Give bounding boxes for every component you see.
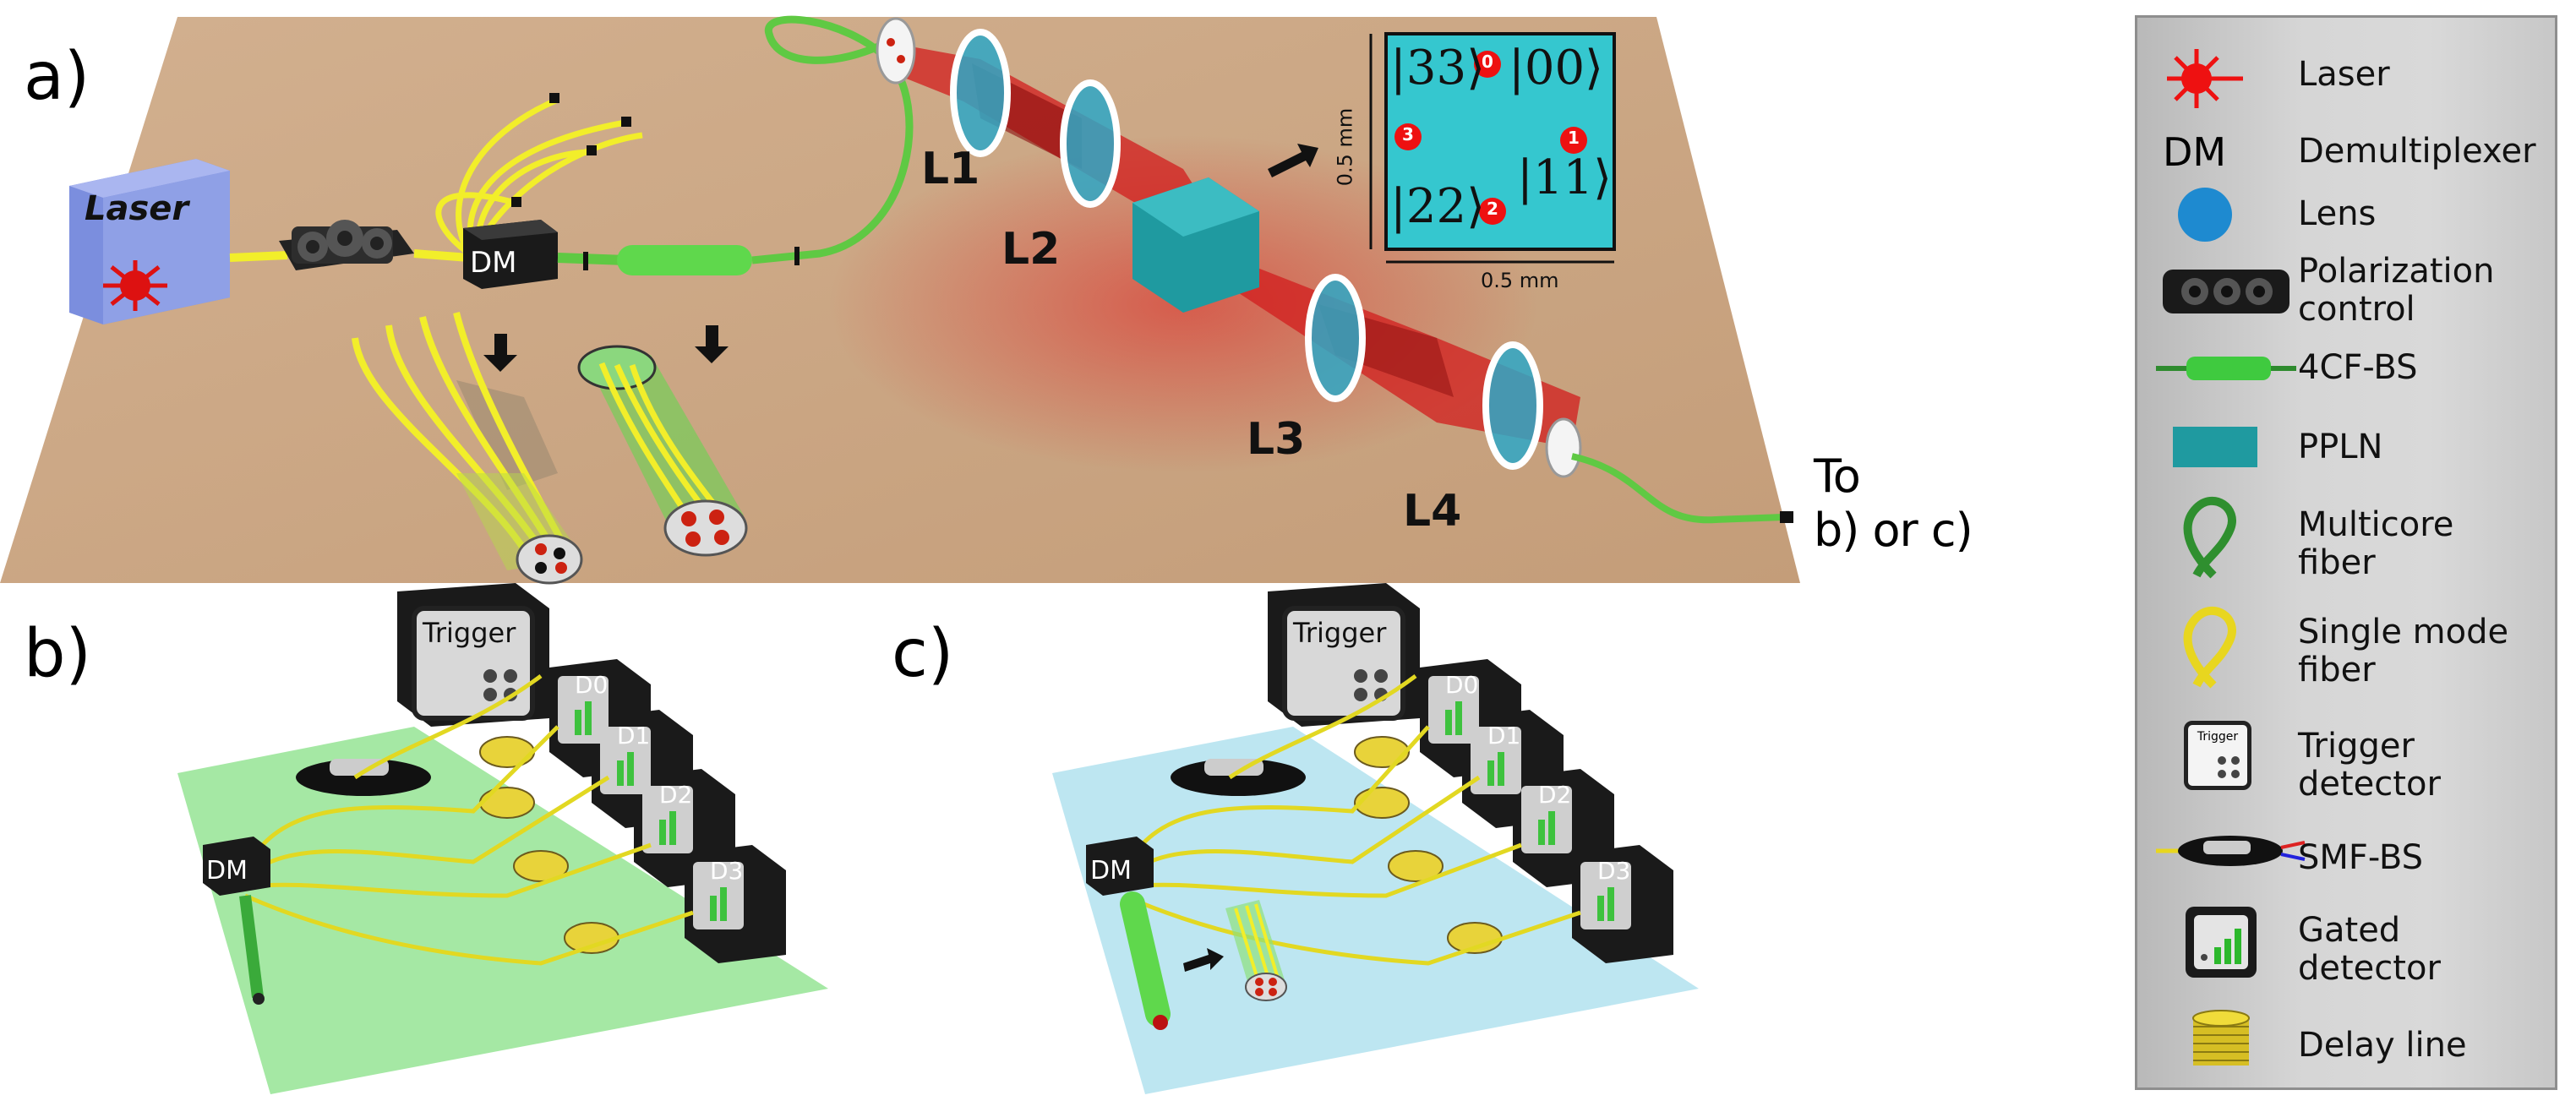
- dm-box-label: DM: [470, 246, 517, 280]
- core-label-3: 3: [1402, 124, 1414, 144]
- fiber-launcher-in: [876, 17, 916, 84]
- dm-box: [463, 220, 558, 289]
- ket-22: |22⟩: [1390, 179, 1485, 234]
- panel-c-dm-label: DM: [1090, 856, 1132, 886]
- panel-c-mcf-zoom: [1225, 900, 1287, 1001]
- legend-label-smf-bs: SMF-BS: [2298, 838, 2424, 877]
- ket-33: |33⟩: [1390, 41, 1485, 95]
- panel-b-dm-label: DM: [206, 856, 248, 886]
- to-panels-label: To b) or c): [1814, 450, 1973, 557]
- lens-l2: [1060, 79, 1121, 208]
- panel-c-detector-2: D2: [1538, 781, 1571, 809]
- 4cf-bs-icon: [2156, 357, 2296, 380]
- legend-label-demultiplexer: Demultiplexer: [2298, 132, 2536, 171]
- lens-l1-label: L1: [921, 144, 980, 194]
- ket-00: |00⟩: [1509, 41, 1603, 95]
- lens-l3: [1305, 274, 1366, 402]
- trigger-ports: [2218, 756, 2240, 778]
- lens-l4: [1482, 341, 1543, 470]
- lens-l1: [950, 29, 1011, 157]
- legend-label-laser: Laser: [2298, 55, 2390, 94]
- laser-block: [69, 159, 230, 324]
- core-label-1: 1: [1568, 128, 1580, 148]
- smf-bs-icon: [2156, 836, 2306, 866]
- panel-c-components: [1086, 583, 1673, 1030]
- legend-label-ppln: PPLN: [2298, 428, 2383, 466]
- to-label-line2: b) or c): [1814, 503, 1973, 557]
- to-label-line1: To: [1814, 450, 1861, 503]
- panel-b-detector-1: D1: [617, 722, 650, 749]
- inset-axis-y: 0.5 mm: [1333, 107, 1357, 187]
- legend-label-4cf-bs: 4CF-BS: [2298, 348, 2418, 387]
- board-b: [177, 727, 828, 1094]
- inset-cores: [1394, 51, 1587, 225]
- lens-icon: [2178, 188, 2232, 242]
- panel-c-detector-3: D3: [1597, 857, 1630, 885]
- trigger-detector-icon: Trigger: [2184, 721, 2251, 790]
- panel-c-trigger-label: Trigger: [1292, 617, 1387, 649]
- ppln-crystal: [1132, 177, 1259, 313]
- panel-b-detector-3: D3: [710, 857, 743, 885]
- panel-b-detector-0: D0: [575, 671, 608, 699]
- core-label-0: 0: [1482, 52, 1493, 72]
- panel-b-components: [203, 583, 786, 1005]
- laser-icon: [2167, 49, 2243, 108]
- lens-l3-label: L3: [1247, 414, 1306, 465]
- fiber-launcher-out: [1545, 417, 1582, 478]
- panel-a-label: a): [24, 39, 90, 115]
- single-mode-fiber-icon: [2183, 606, 2236, 689]
- legend-label-lens: Lens: [2298, 194, 2377, 233]
- multicore-fiber-icon: [2183, 496, 2236, 579]
- ket-11: |11⟩: [1517, 150, 1612, 205]
- ppln-icon: [2173, 427, 2257, 467]
- polarization-control-icon: [2163, 270, 2289, 313]
- legend-label-delay-line: Delay line: [2298, 1026, 2467, 1065]
- gated-detector-icon: [2186, 907, 2257, 978]
- trigger-detector-icon-text: Trigger: [2197, 730, 2239, 744]
- panel-b-detector-2: D2: [659, 781, 692, 809]
- dm-text: DM: [2163, 129, 2227, 175]
- 4cf-bs-tube: [617, 245, 752, 275]
- panel-b-label: b): [24, 616, 91, 692]
- ppln-inset-arrow: [1268, 144, 1318, 177]
- polarization-controller: [279, 220, 414, 270]
- core-label-2: 2: [1487, 199, 1498, 219]
- delay-line-icon: [2192, 1010, 2250, 1066]
- laser-block-label: Laser: [85, 189, 190, 228]
- zoom-arrows: [483, 325, 729, 372]
- smf-bundle-zoom: [352, 312, 583, 585]
- panel-c-detector-0: D0: [1445, 671, 1478, 699]
- lens-l2-label: L2: [1001, 224, 1061, 275]
- panel-b-trigger-label: Trigger: [422, 617, 516, 649]
- inset-axis-x: 0.5 mm: [1481, 269, 1559, 292]
- laser-starburst: [103, 260, 167, 311]
- panel-c-label: c): [892, 616, 954, 692]
- lens-l4-label: L4: [1403, 486, 1462, 537]
- mcf-zoom: [577, 345, 748, 557]
- panel-c-detector-1: D1: [1487, 722, 1520, 749]
- board-c: [1052, 727, 1699, 1094]
- legend-panel: Laser DM Demultiplexer Lens Polarization…: [2135, 15, 2557, 1090]
